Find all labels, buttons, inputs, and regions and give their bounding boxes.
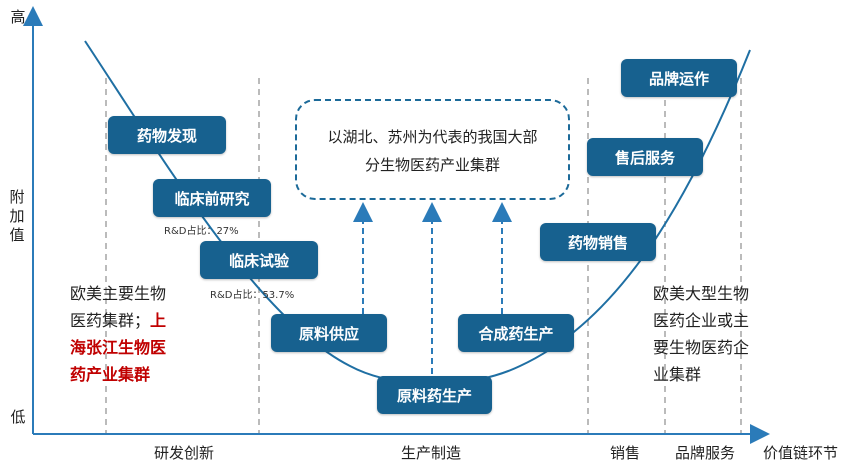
- y-high-label: 高: [10, 8, 26, 26]
- x-stage-label: 销售: [610, 444, 641, 462]
- cluster-arrows: [353, 202, 512, 374]
- node-preclinical: 临床前研究: [153, 179, 271, 217]
- node-raw-material-supply: 原料供应: [271, 314, 387, 352]
- y-low-label: 低: [10, 408, 26, 426]
- left-text-highlight-line: 药产业集群: [70, 365, 151, 384]
- node-drug-sales: 药物销售: [540, 223, 656, 261]
- left-cluster-text: 欧美主要生物 医药集群；上 海张江生物医 药产业集群: [70, 280, 190, 388]
- x-axis-title: 价值链环节: [763, 444, 839, 462]
- node-drug-discovery: 药物发现: [108, 116, 226, 154]
- left-text-fragment: 医药集群；: [70, 311, 151, 330]
- node-synthetic-production: 合成药生产: [458, 314, 574, 352]
- y-axis-title: 附加值: [9, 188, 25, 244]
- right-text-line: 医药企业或主: [653, 311, 750, 330]
- left-text-highlight-line: 海张江生物医: [70, 338, 167, 357]
- right-text-line: 欧美大型生物: [653, 284, 750, 303]
- node-after-sales: 售后服务: [587, 138, 703, 176]
- left-text-line: 医药集群；上: [70, 307, 190, 334]
- x-stage-label: 生产制造: [401, 444, 462, 462]
- left-text-line: 欧美主要生物: [70, 284, 167, 303]
- left-text-highlight: 上: [150, 311, 167, 330]
- x-stage-label: 品牌服务: [675, 444, 736, 462]
- node-brand-operation: 品牌运作: [621, 59, 737, 97]
- clinical-rd-note: R&D占比：53.7%: [210, 290, 295, 301]
- node-api-production: 原料药生产: [377, 376, 492, 414]
- cluster-text-line: 分生物医药产业集群: [364, 156, 500, 174]
- x-stage-label: 研发创新: [154, 444, 215, 462]
- preclinical-rd-note: R&D占比：27%: [164, 226, 239, 237]
- right-text-line: 业集群: [653, 365, 702, 384]
- right-text-line: 要生物医药企: [653, 338, 750, 357]
- cluster-text-line: 以湖北、苏州为代表的我国大部: [327, 128, 538, 146]
- cluster-box: 以湖北、苏州为代表的我国大部 分生物医药产业集群: [295, 99, 570, 200]
- right-cluster-text: 欧美大型生物 医药企业或主 要生物医药企 业集群: [653, 280, 773, 388]
- node-clinical-trial: 临床试验: [200, 241, 318, 279]
